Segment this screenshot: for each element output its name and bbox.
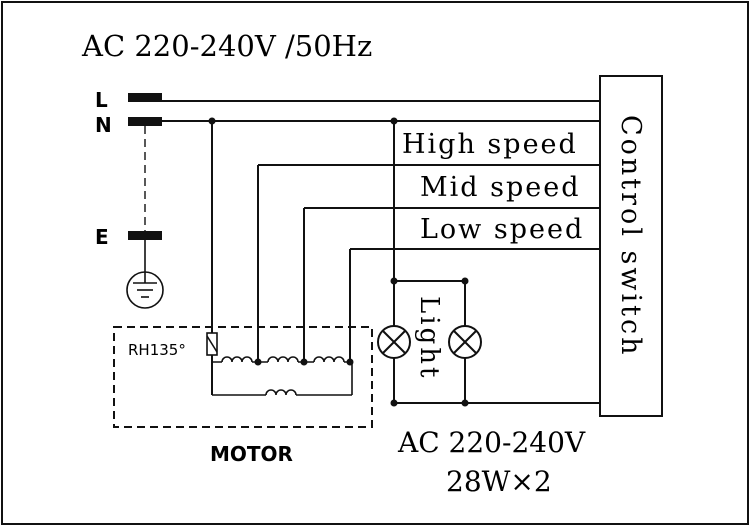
terminal-l-bar [128, 93, 162, 102]
light-label: Light [414, 296, 444, 380]
light-power-label: 28W×2 [446, 465, 552, 498]
supply-voltage-label: AC 220-240V /50Hz [81, 29, 372, 63]
thermal-protector-icon [206, 332, 218, 356]
mid-speed-label: Mid speed [420, 172, 581, 203]
motor-label: MOTOR [210, 442, 293, 466]
control-switch-box [599, 75, 663, 417]
terminal-l-label: L [95, 88, 108, 112]
control-switch-label: Control switch [615, 115, 646, 358]
terminal-n-label: N [95, 113, 112, 137]
terminal-n-bar [128, 117, 162, 126]
light-voltage-label: AC 220-240V [397, 426, 586, 459]
high-speed-label: High speed [402, 129, 578, 160]
motor-box [113, 326, 373, 428]
ground-icon [126, 270, 164, 309]
lamp-2-icon [448, 325, 482, 359]
terminal-e-bar [128, 231, 162, 240]
winding-2-icon [267, 356, 299, 364]
winding-3-icon [313, 356, 345, 364]
low-speed-label: Low speed [420, 214, 584, 245]
auxiliary-winding-icon [265, 389, 297, 397]
lamp-1-icon [377, 325, 411, 359]
thermal-protector-label: RH135° [128, 341, 186, 359]
winding-1-icon [221, 356, 253, 364]
terminal-e-label: E [95, 225, 109, 249]
